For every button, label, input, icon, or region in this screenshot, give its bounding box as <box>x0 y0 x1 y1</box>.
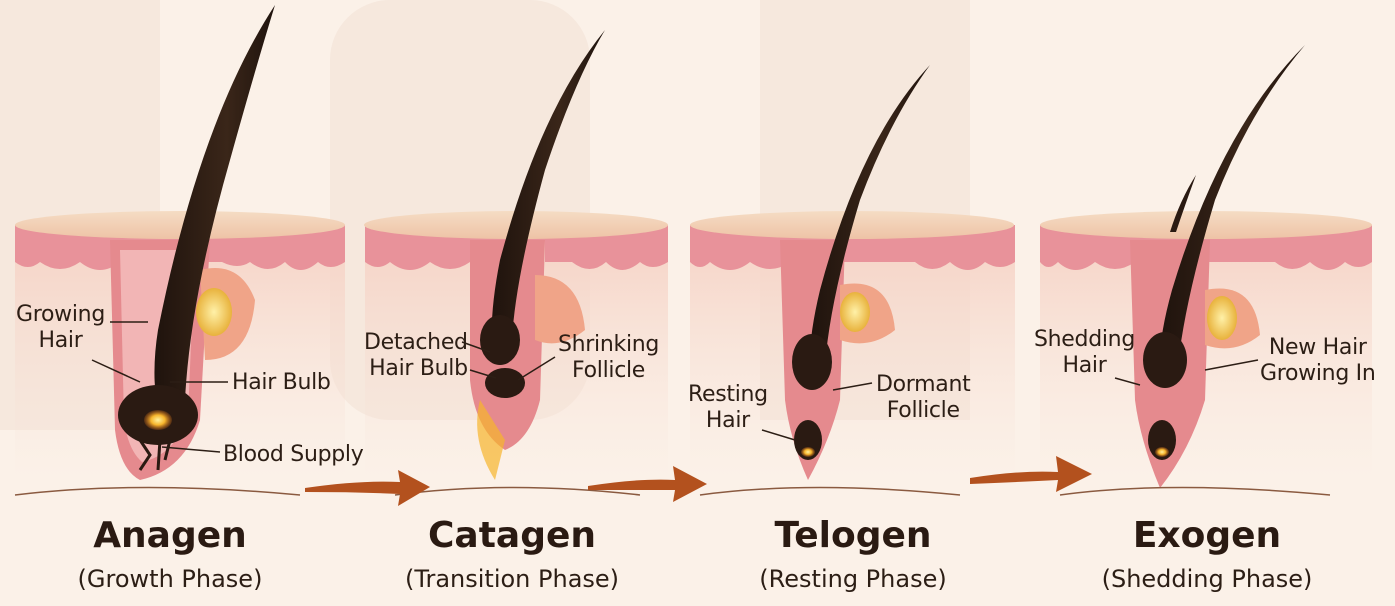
baseline <box>700 488 960 496</box>
label-hair-bulb: Hair Bulb <box>232 370 331 396</box>
label-shrinking-follicle: Shrinking Follicle <box>558 332 659 384</box>
exogen-illustration <box>1040 45 1372 495</box>
label-new-hair-growing-in: New Hair Growing In <box>1260 335 1376 387</box>
label-resting-hair: Resting Hair <box>688 382 768 434</box>
shedding-club <box>1143 332 1187 388</box>
stage-title-anagen: Anagen <box>20 516 320 556</box>
detached-bulb <box>485 368 525 398</box>
stage-subtitle-telogen: (Resting Phase) <box>683 564 1023 594</box>
skin-surface <box>15 211 345 239</box>
baseline <box>15 488 300 496</box>
stage-subtitle-anagen: (Growth Phase) <box>0 564 340 594</box>
label-growing-hair: Growing Hair <box>16 302 105 354</box>
stage-subtitle-exogen: (Shedding Phase) <box>1037 564 1377 594</box>
dermis-block <box>690 240 1015 480</box>
label-dormant-follicle: Dormant Follicle <box>876 372 970 424</box>
stage-title-exogen: Exogen <box>1057 516 1357 556</box>
club-hair <box>792 334 832 390</box>
sebaceous-gland <box>196 288 232 336</box>
stage-title-telogen: Telogen <box>703 516 1003 556</box>
label-blood-supply: Blood Supply <box>223 442 363 468</box>
stage-subtitle-catagen: (Transition Phase) <box>342 564 682 594</box>
sebaceous-gland <box>840 292 870 332</box>
dermal-papilla <box>144 410 172 430</box>
sebaceous-gland <box>1207 296 1237 340</box>
label-shedding-hair: Shedding Hair <box>1034 327 1135 379</box>
stage-title-catagen: Catagen <box>362 516 662 556</box>
papilla <box>801 447 815 457</box>
club-hair <box>480 315 520 365</box>
baseline <box>1060 488 1330 496</box>
label-detached-hair-bulb: Detached Hair Bulb <box>364 330 468 382</box>
papilla <box>1155 447 1169 457</box>
